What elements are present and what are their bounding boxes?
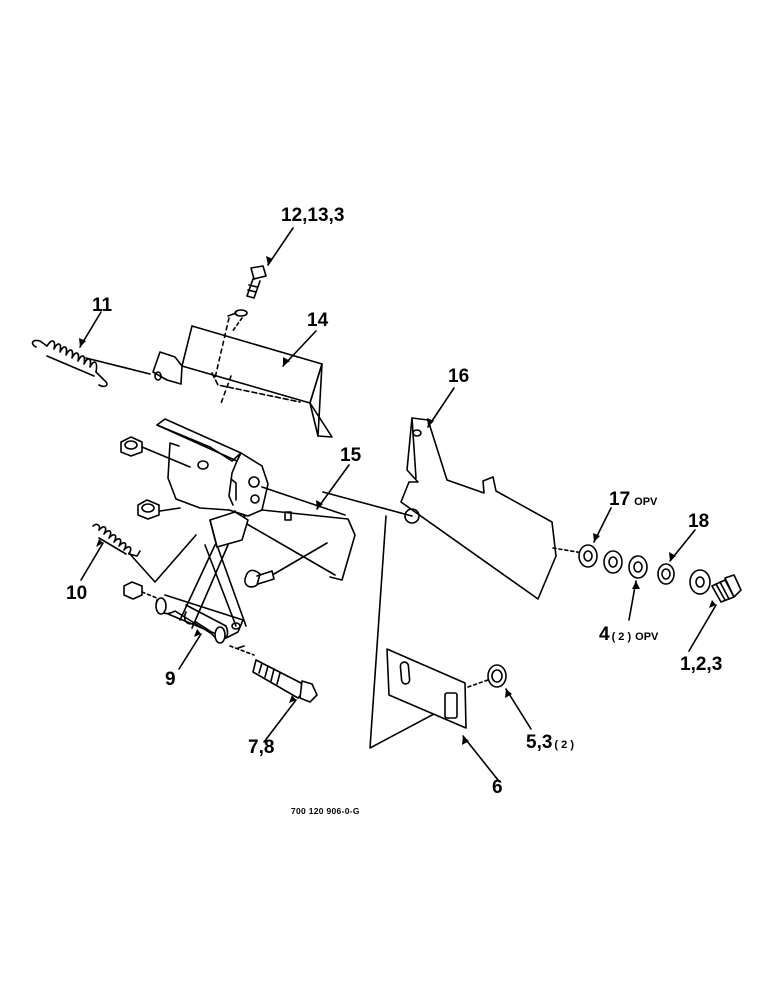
washer-4a <box>603 550 623 574</box>
callout-10: 10 <box>66 584 87 603</box>
bracket-15 <box>156 418 356 581</box>
guide-triangle-6 <box>369 515 450 749</box>
callout-4: 4( 2 )OPV <box>599 625 658 644</box>
callout-text: 1,2,3 <box>680 654 723 675</box>
bolt-7 <box>252 659 318 703</box>
callout-text: 11 <box>92 295 113 316</box>
bolt-12 <box>227 265 267 317</box>
callout-11: 11 <box>92 296 112 315</box>
callout-text: 18 <box>688 511 710 532</box>
washer-1 <box>689 569 711 595</box>
bolt-1 <box>711 574 742 603</box>
callout-text: 15 <box>340 445 362 466</box>
callout-18: 18 <box>688 512 709 531</box>
bushing-18 <box>657 563 675 585</box>
nut-upper <box>120 436 143 457</box>
guide-15-16 <box>322 491 413 517</box>
callout-opv: OPV <box>634 496 658 508</box>
callout-text: 16 <box>448 366 470 387</box>
plate-6 <box>386 648 467 729</box>
washer-5 <box>487 664 507 688</box>
drawing-number: 700 120 906-0-G <box>291 806 360 816</box>
callout-text: 5,3 <box>526 732 553 753</box>
carriage-bolt <box>244 569 275 588</box>
leader-1 <box>688 604 717 652</box>
callout-14: 14 <box>307 311 328 330</box>
spring-11 <box>31 339 108 388</box>
callout-7-8: 7,8 <box>248 738 274 757</box>
spring-11-link <box>85 357 151 375</box>
callout-16: 16 <box>448 367 469 386</box>
callout-15: 15 <box>340 446 361 465</box>
callout-text: 7,8 <box>248 737 275 758</box>
leader-arrowheads <box>79 256 716 745</box>
callout-9: 9 <box>165 670 176 689</box>
washer-4b <box>628 555 648 579</box>
nut-middle <box>137 499 160 520</box>
leader-7 <box>263 699 297 743</box>
spring-10-link <box>128 534 197 583</box>
pivot-block <box>209 511 249 548</box>
callout-text: 10 <box>66 583 88 604</box>
callout-text: 6 <box>492 777 503 798</box>
leader-9 <box>178 633 202 670</box>
callout-text: 14 <box>307 310 329 331</box>
callout-text: 17 <box>609 489 631 510</box>
callout-text: 12,13,3 <box>281 205 345 226</box>
callout-1-2-3: 1,2,3 <box>680 655 722 674</box>
latch-9 <box>155 594 244 644</box>
callout-6: 6 <box>492 778 503 797</box>
callout-opv: OPV <box>635 631 659 643</box>
bracket-14 <box>152 325 333 438</box>
washer-17 <box>578 544 598 568</box>
spring-10 <box>92 523 141 557</box>
callout-12-13-3: 12,13,3 <box>281 206 344 225</box>
plate-16 <box>400 417 557 600</box>
callout-text: 4 <box>599 624 610 645</box>
leader-15 <box>316 464 350 510</box>
leader-10 <box>80 542 104 581</box>
callout-qty: ( 2 ) <box>611 631 632 643</box>
leader-5 <box>505 688 532 730</box>
callout-qty: ( 2 ) <box>554 739 574 751</box>
callout-text: 9 <box>165 669 176 690</box>
nut-lower <box>123 581 143 600</box>
callout-5-3: 5,3( 2 ) <box>526 733 574 752</box>
leader-6 <box>462 735 499 781</box>
